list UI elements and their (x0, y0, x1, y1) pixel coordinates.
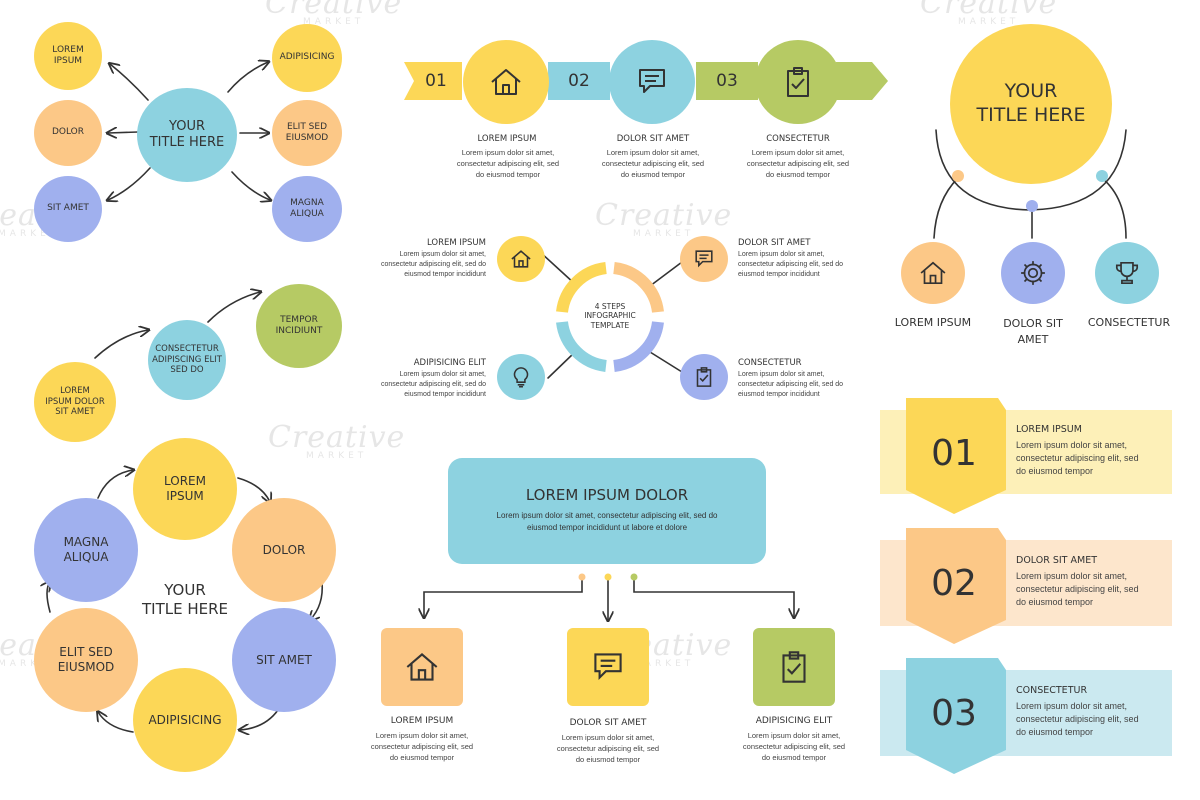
four-step-ring (556, 262, 664, 372)
ribbon-step-circle (463, 40, 549, 124)
tree-child-box (753, 628, 835, 706)
ribbon-number: 03 (716, 71, 738, 91)
mindmap-node: MAGNA ALIQUA (272, 176, 342, 242)
home-icon (406, 653, 438, 681)
ribbon-step-body: Lorem ipsum dolor sit amet, consectetur … (746, 148, 850, 179)
four-step-body: Lorem ipsum dolor sit amet, consectetur … (380, 371, 486, 399)
ribbon-step-body: Lorem ipsum dolor sit amet, consectetur … (601, 148, 705, 179)
ribbon-step-body: Lorem ipsum dolor sit amet, consectetur … (456, 148, 560, 179)
cycle-node: ADIPISICING (133, 668, 237, 772)
ribbon-step-title: LOREM IPSUM (477, 134, 537, 144)
four-step-title: CONSECTETUR (738, 358, 802, 368)
ribbon-step-circle (609, 40, 695, 124)
four-steps-center: 4 STEPS INFOGRAPHIC TEMPLATE (584, 301, 636, 330)
four-step-title: LOREM IPSUM (426, 238, 486, 248)
clipboard-icon (696, 367, 712, 387)
gear-icon (1021, 261, 1045, 285)
flow-start: LOREM IPSUM DOLOR SIT AMET (34, 362, 116, 442)
banner-tag (906, 658, 1006, 774)
tree-root-box: LOREM IPSUM DOLOR Lorem ipsum dolor sit … (448, 458, 766, 564)
cycle-center-title: YOUR TITLE HERE (141, 581, 228, 618)
four-step-title: ADIPISICING ELIT (413, 358, 486, 368)
hierarchy-child-label: DOLOR SIT AMET (1003, 317, 1063, 346)
banner-title: CONSECTETUR (1016, 685, 1088, 696)
mindmap-node: SIT AMET (34, 176, 102, 242)
mindmap-node: ELIT SED EIUSMOD (272, 100, 342, 166)
ribbon-step-circle (755, 40, 841, 124)
four-step-body: Lorem ipsum dolor sit amet, consectetur … (738, 251, 844, 279)
tree-child-title: LOREM IPSUM (390, 716, 454, 726)
banner-number: 02 (931, 562, 977, 604)
banner-number: 01 (931, 432, 977, 474)
cycle-node: LOREM IPSUM (133, 438, 237, 540)
four-step-title: DOLOR SIT AMET (738, 238, 811, 248)
banner-tag (906, 528, 1006, 644)
four-step-icon-circle (497, 354, 545, 400)
four-step-icon-circle (680, 236, 728, 282)
hierarchy-child-label: LOREM IPSUM (894, 316, 972, 329)
banner-title: DOLOR SIT AMET (1016, 555, 1098, 566)
tree-root-title: LOREM IPSUM DOLOR (525, 486, 689, 504)
mindmap-center: YOUR TITLE HERE (137, 88, 237, 182)
hierarchy-child-circle (1095, 242, 1159, 304)
four-step-body: Lorem ipsum dolor sit amet, consectetur … (380, 251, 486, 279)
lightbulb-icon (513, 367, 529, 388)
four-step-icon-circle (680, 354, 728, 400)
clipboard-icon (782, 651, 806, 683)
ribbon-step-title: DOLOR SIT AMET (616, 134, 690, 144)
hierarchy-child-circle (901, 242, 965, 304)
tree-child-title: DOLOR SIT AMET (569, 718, 647, 728)
ribbon-step-title: CONSECTETUR (766, 134, 830, 144)
chat-icon (594, 653, 622, 681)
flow-end: TEMPOR INCIDIUNT (256, 284, 342, 368)
tree-child-body: Lorem ipsum dolor sit amet, consectetur … (556, 733, 660, 764)
home-icon (920, 261, 946, 285)
four-step-body: Lorem ipsum dolor sit amet, consectetur … (738, 371, 844, 399)
banner-title: LOREM IPSUM (1016, 424, 1082, 435)
ribbon-number: 01 (425, 71, 447, 91)
tree-child-body: Lorem ipsum dolor sit amet, consectetur … (742, 731, 846, 762)
chat-icon (695, 250, 713, 268)
tree-child-box (381, 628, 463, 706)
flow-middle: CONSECTETUR ADIPISCING ELIT SED DO (148, 320, 226, 400)
banner-number: 03 (931, 692, 977, 734)
trophy-icon (1115, 261, 1139, 285)
home-icon (511, 250, 531, 268)
hierarchy-child-label: CONSECTETUR (1087, 316, 1171, 329)
tree-child-box (567, 628, 649, 706)
tree-child-title: ADIPISICING ELIT (755, 716, 833, 726)
mindmap-node: DOLOR (34, 100, 102, 166)
hierarchy-title: YOUR TITLE HERE (950, 24, 1112, 184)
tree-child-body: Lorem ipsum dolor sit amet, consectetur … (370, 731, 474, 762)
home-icon (491, 69, 521, 95)
mindmap-node: LOREM IPSUM (34, 22, 102, 90)
ribbon-number: 02 (568, 71, 590, 91)
four-step-icon-circle (497, 236, 545, 282)
cycle-node: MAGNA ALIQUA (34, 498, 138, 602)
banner-body: Lorem ipsum dolor sit amet, consectetur … (1016, 571, 1139, 608)
mindmap-node: ADIPISICING (272, 24, 342, 92)
clipboard-icon (787, 67, 809, 97)
chat-icon (639, 69, 665, 93)
cycle-node: SIT AMET (232, 608, 336, 712)
ribbon-strip (404, 62, 888, 100)
banner-body: Lorem ipsum dolor sit amet, consectetur … (1016, 440, 1139, 477)
hierarchy-child-circle (1001, 242, 1065, 304)
cycle-node: DOLOR (232, 498, 336, 602)
cycle-node: ELIT SED EIUSMOD (34, 608, 138, 712)
banner-tag (906, 398, 1006, 514)
tree-root-body: Lorem ipsum dolor sit amet, consectetur … (496, 511, 718, 532)
banner-body: Lorem ipsum dolor sit amet, consectetur … (1016, 701, 1139, 738)
